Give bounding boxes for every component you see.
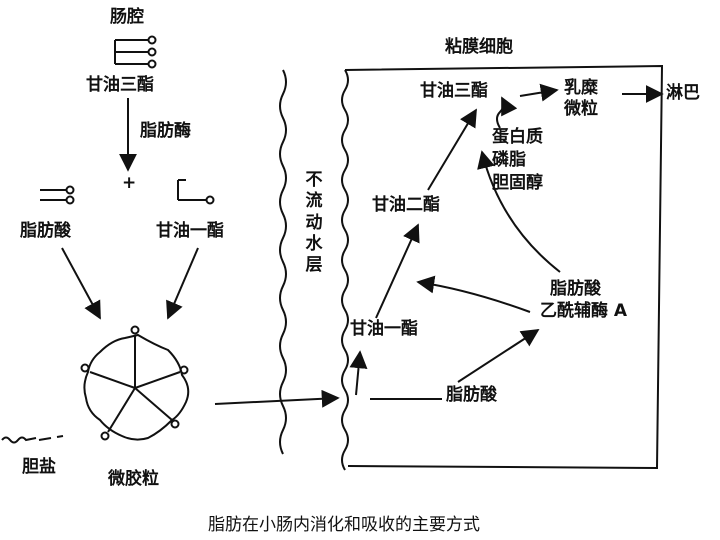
micelle-label: 微胶粒 (108, 469, 159, 489)
arrow-entry-to-mg (349, 350, 368, 396)
plus-sign: + (122, 173, 137, 193)
mucosal-cell-box (341, 64, 664, 471)
arrow-acoa-to-mg (416, 275, 531, 313)
chylomicron-label-line1: 乳糜 (564, 78, 598, 98)
chylomicron-label: 乳糜 微粒 (564, 78, 598, 121)
micelle-glyph (80, 325, 190, 441)
arrow-acoa-to-dg (477, 150, 561, 273)
protein-label: 蛋白质 (492, 127, 543, 147)
bile-salt-label: 胆盐 (22, 457, 56, 477)
phospholipid-label: 磷脂 (492, 149, 526, 170)
chylomicron-label-line2: 微粒 (564, 99, 598, 120)
cell-diglyceride-label: 甘油二酯 (372, 195, 440, 215)
lipase-label: 脂肪酶 (140, 121, 191, 141)
arrow-fa-to-micelle (61, 247, 101, 320)
arrow-protein-to-chylomicron (496, 96, 518, 129)
lumen-label: 肠腔 (110, 7, 144, 27)
arrow-fa-in-to-acoa (457, 329, 540, 383)
cell-monoglyceride-label: 甘油一酯 (350, 319, 418, 339)
acyl-coa-label-line2: 乙酰辅酶 A (540, 301, 628, 322)
acyl-coa-label: 脂肪酸 乙酰辅酶 A (540, 278, 627, 322)
figure-caption: 脂肪在小肠内消化和吸收的主要方式 (208, 515, 480, 535)
unstirred-layer-label: 不流动水层 (305, 170, 323, 275)
chylomicron-components: 蛋白质 磷脂 胆固醇 (492, 126, 543, 195)
mucosal-cell-label: 粘膜细胞 (445, 37, 513, 57)
bile-salt-glyph (1, 435, 64, 444)
cholesterol-label: 胆固醇 (492, 172, 543, 193)
cell-triglyceride-label: 甘油三酯 (420, 81, 488, 101)
fatty-acid-glyph (40, 185, 75, 205)
arrow-mg-to-micelle (166, 247, 199, 320)
arrow-mg-to-dg (375, 223, 420, 319)
arrow-tg-to-chylomicron (519, 83, 559, 102)
arrow-dg-to-tg (427, 108, 477, 191)
triglyceride-glyph (114, 35, 157, 69)
lumen-triglyceride-label: 甘油三酯 (86, 75, 154, 95)
lymph-label: 淋巴 (666, 83, 700, 103)
acyl-coa-label-line1: 脂肪酸 (550, 279, 601, 299)
fatty-acid-label-left: 脂肪酸 (20, 221, 71, 241)
unstirred-layer-line (279, 69, 287, 455)
arrow-micelle-to-cell (214, 389, 340, 408)
cell-fatty-acid-label: 脂肪酸 (446, 385, 497, 405)
monoglyceride-glyph (177, 179, 215, 205)
monoglyceride-label-left: 甘油一酯 (156, 221, 224, 241)
